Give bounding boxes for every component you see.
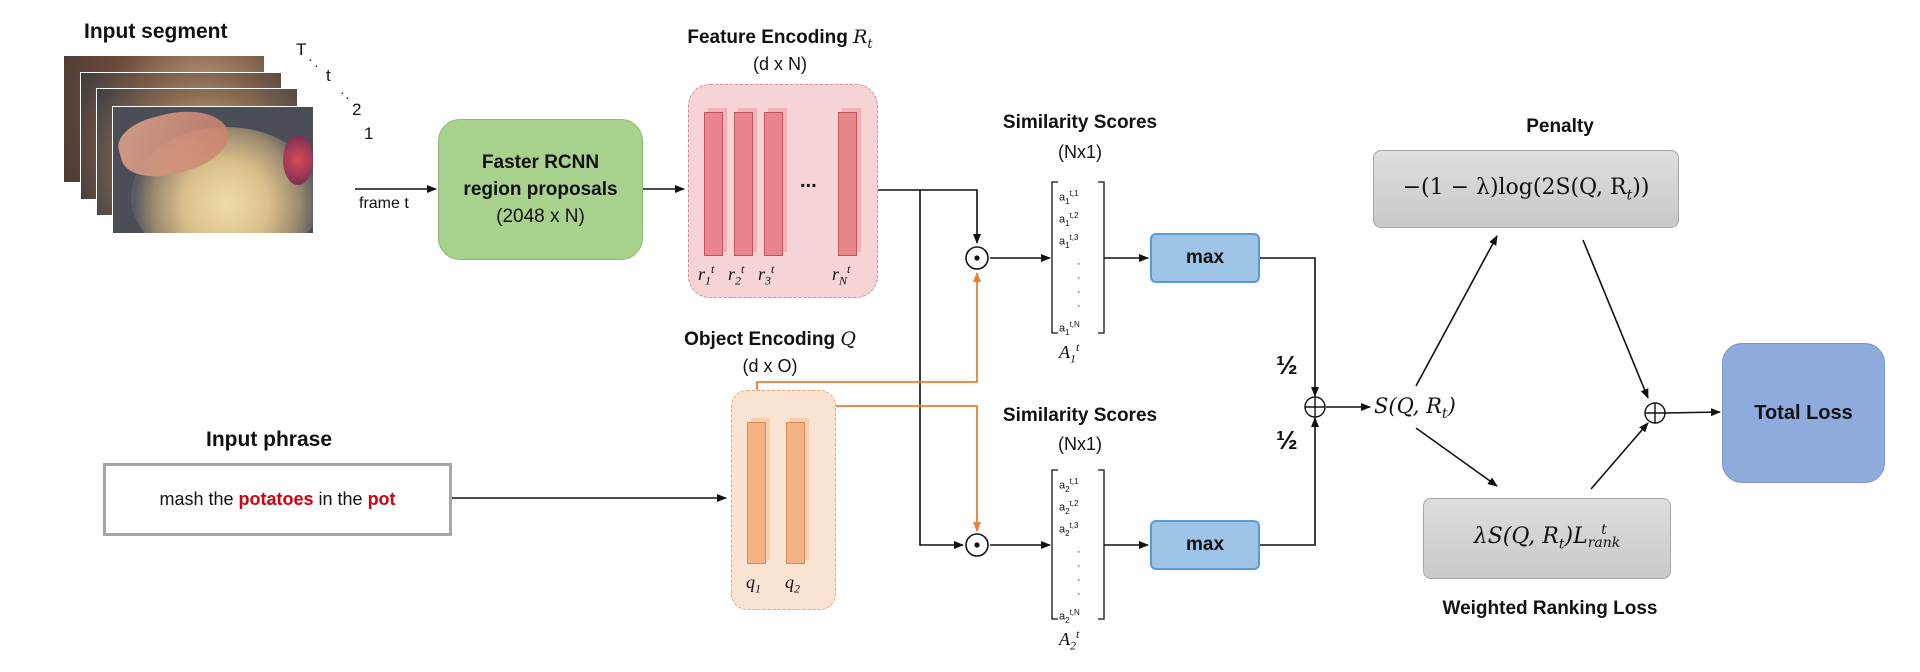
object-bar-q2 — [786, 422, 805, 564]
feature-label-r1: r1t — [698, 262, 715, 288]
vector-bottom-entry-3: a2t,3 — [1059, 520, 1079, 538]
frame-label-t: t — [326, 66, 331, 85]
feature-label-r2: r2t — [728, 262, 745, 288]
similarity-vector-top: a1t,1 a1t,2 a1t,3 ···· a1t,N — [1059, 188, 1081, 337]
frame-t-label: frame t — [359, 195, 409, 212]
arrow-penalty-to-plus — [1582, 239, 1649, 399]
frame-label-1: 1 — [364, 124, 374, 143]
feature-encoding-title-text: Feature Encoding — [687, 27, 848, 48]
similarity-bottom-title: Similarity Scores — [1002, 405, 1158, 426]
penalty-box: −(1 − λ)log(2S(Q, Rt)) — [1373, 150, 1679, 228]
arrow-score-to-penalty — [1415, 235, 1498, 387]
frame-label-2: 2 — [352, 100, 362, 119]
object-bar-q1 — [747, 422, 766, 564]
feature-encoding-symbol: Rt — [853, 26, 873, 52]
half-weight-top: ½ — [1276, 350, 1298, 380]
arrow-features-to-dot-top — [876, 189, 981, 244]
arrow-score-to-ranking — [1415, 427, 1498, 487]
vector-top-entry-N: a1t,N — [1059, 319, 1080, 337]
faster-rcnn-box: Faster RCNN region proposals (2048 x N) — [438, 119, 643, 260]
feature-bar-3 — [764, 112, 783, 256]
object-label-q2: q2 — [785, 572, 800, 596]
object-encoding-title: Object Encoding Q — [670, 328, 870, 351]
feature-label-rN: rNt — [832, 262, 851, 288]
half-weight-bottom: ½ — [1276, 425, 1298, 455]
phrase-part-pot: pot — [367, 489, 396, 509]
similarity-bottom-dims: (Nx1) — [1058, 434, 1102, 454]
feature-encoding-dims: (d x N) — [753, 54, 807, 74]
phrase-part-potatoes: potatoes — [238, 489, 314, 509]
penalty-formula: −(1 − λ)log(2S(Q, Rt)) — [1402, 174, 1650, 204]
max-box-bottom: max — [1150, 520, 1260, 570]
vector-bottom-dots: ···· — [1077, 545, 1081, 600]
vector-top-entry-3: a1t,3 — [1059, 232, 1079, 250]
rcnn-line-2: region proposals — [463, 179, 618, 200]
frame-label-T: T — [296, 40, 307, 59]
hadamard-operator-bottom — [965, 533, 989, 557]
rcnn-line-3: (2048 x N) — [496, 206, 585, 227]
similarity-vector-bottom: a2t,1 a2t,2 a2t,3 ···· a2t,N — [1059, 476, 1081, 625]
input-phrase-title: Input phrase — [206, 428, 333, 451]
sum-operator-scores — [1304, 396, 1326, 418]
arrow-ranking-to-plus — [1590, 422, 1649, 490]
video-frame-stack: T t 2 1 · · · · — [64, 40, 373, 256]
vector-bracket-top — [1051, 181, 1105, 334]
object-encoding-symbol: Q — [840, 328, 856, 350]
vector-bottom-entry-1: a2t,1 — [1059, 477, 1079, 494]
phrase-part-1: mash the — [159, 489, 239, 509]
sum-operator-loss — [1644, 402, 1666, 424]
feature-bar-N — [838, 112, 857, 256]
input-segment-title-text: Input segment — [84, 20, 228, 43]
vector-bracket-bottom — [1051, 469, 1105, 620]
vector-top-entry-2: a1t,2 — [1059, 210, 1079, 228]
similarity-top-label: A1t — [1059, 340, 1080, 366]
frame-ellipsis-1: · — [308, 51, 314, 67]
feature-bar-1 — [704, 112, 723, 256]
frame-ellipsis-2: · — [314, 57, 319, 73]
total-loss-box: Total Loss — [1722, 343, 1885, 483]
arrow-plus-to-total — [1664, 408, 1721, 417]
max-box-top: max — [1150, 233, 1260, 283]
object-encoding-title-text: Object Encoding — [684, 329, 836, 350]
rcnn-line-1: Faster RCNN — [481, 152, 600, 173]
frame-ellipsis-3: · — [340, 84, 345, 100]
object-encoding-dims: (d x O) — [742, 356, 798, 376]
vector-top-dots: ···· — [1077, 257, 1081, 312]
vector-bottom-entry-N: a2t,N — [1059, 607, 1080, 625]
arrow-features-to-dot-bottom — [919, 190, 964, 549]
video-frame-1 — [112, 106, 314, 234]
input-phrase-box: mash the potatoes in the pot — [103, 463, 452, 536]
frame-ellipsis-4: · — [345, 89, 350, 105]
hadamard-operator-top — [965, 246, 989, 270]
feature-bar-2 — [734, 112, 753, 256]
score-label: S(Q, Rt) — [1374, 394, 1456, 423]
ranking-loss-title: Weighted Ranking Loss — [1442, 598, 1658, 619]
similarity-top-dims: (Nx1) — [1058, 142, 1102, 162]
vector-bottom-entry-2: a2t,2 — [1059, 498, 1079, 516]
arrow-max-bottom-to-plus — [1259, 417, 1319, 546]
similarity-bottom-label: A2t — [1059, 627, 1080, 653]
similarity-top-title: Similarity Scores — [1002, 112, 1158, 133]
feature-ellipsis: ... — [800, 170, 817, 192]
object-label-q1: q1 — [746, 572, 761, 596]
feature-label-r3: r3t — [758, 262, 775, 288]
penalty-title: Penalty — [1526, 116, 1594, 137]
phrase-part-3: in the — [313, 489, 368, 509]
vector-top-entry-1: a1t,1 — [1059, 189, 1079, 206]
arrow-max-top-to-plus — [1259, 257, 1319, 397]
feature-encoding-title: Feature Encoding Rt — [684, 26, 876, 52]
